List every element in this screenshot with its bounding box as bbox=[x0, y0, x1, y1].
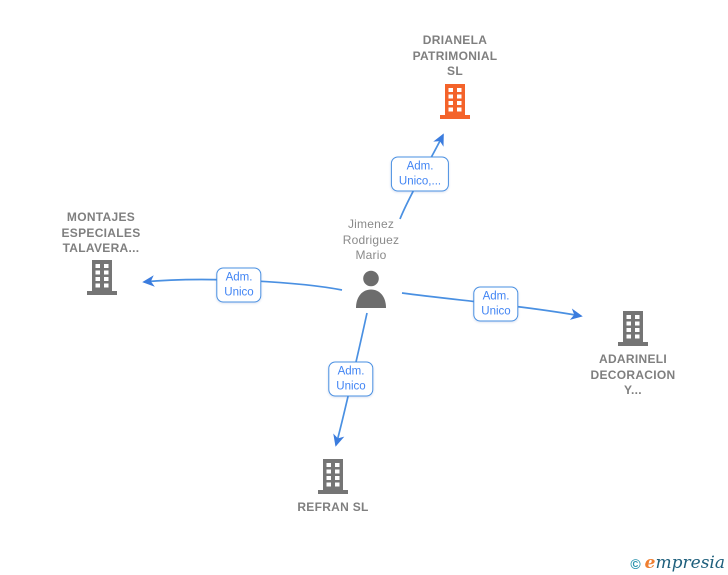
edge-label-adm-unico-right[interactable]: Adm. Unico bbox=[473, 286, 519, 322]
person-name[interactable]: Jimenez Rodriguez Mario bbox=[342, 217, 400, 262]
company-name-drianela[interactable]: DRIANELA PATRIMONIAL SL bbox=[412, 33, 498, 78]
empresia-logo[interactable]: © empresia bbox=[630, 555, 725, 572]
edge-label-adm-unico-top[interactable]: Adm. Unico,... bbox=[390, 156, 450, 192]
person-icon[interactable] bbox=[353, 269, 389, 309]
copyright-icon: © bbox=[630, 555, 641, 572]
empresia-wordmark: empresia bbox=[645, 555, 725, 572]
company-name-adarineli[interactable]: ADARINELI DECORACION Y... bbox=[590, 352, 676, 397]
building-icon-refran[interactable] bbox=[315, 458, 351, 496]
empresia-wordmark-initial: e bbox=[644, 553, 656, 573]
edge-label-adm-unico-bottom[interactable]: Adm. Unico bbox=[328, 361, 374, 397]
building-icon-drianela[interactable] bbox=[437, 83, 473, 121]
company-name-montajes[interactable]: MONTAJES ESPECIALES TALAVERA... bbox=[61, 210, 141, 255]
company-name-refran[interactable]: REFRAN SL bbox=[297, 500, 369, 514]
empresia-wordmark-rest: mpresia bbox=[655, 553, 726, 573]
building-icon-montajes[interactable] bbox=[84, 259, 120, 297]
building-icon-adarineli[interactable] bbox=[615, 310, 651, 348]
edge-label-adm-unico-left[interactable]: Adm. Unico bbox=[216, 267, 262, 303]
